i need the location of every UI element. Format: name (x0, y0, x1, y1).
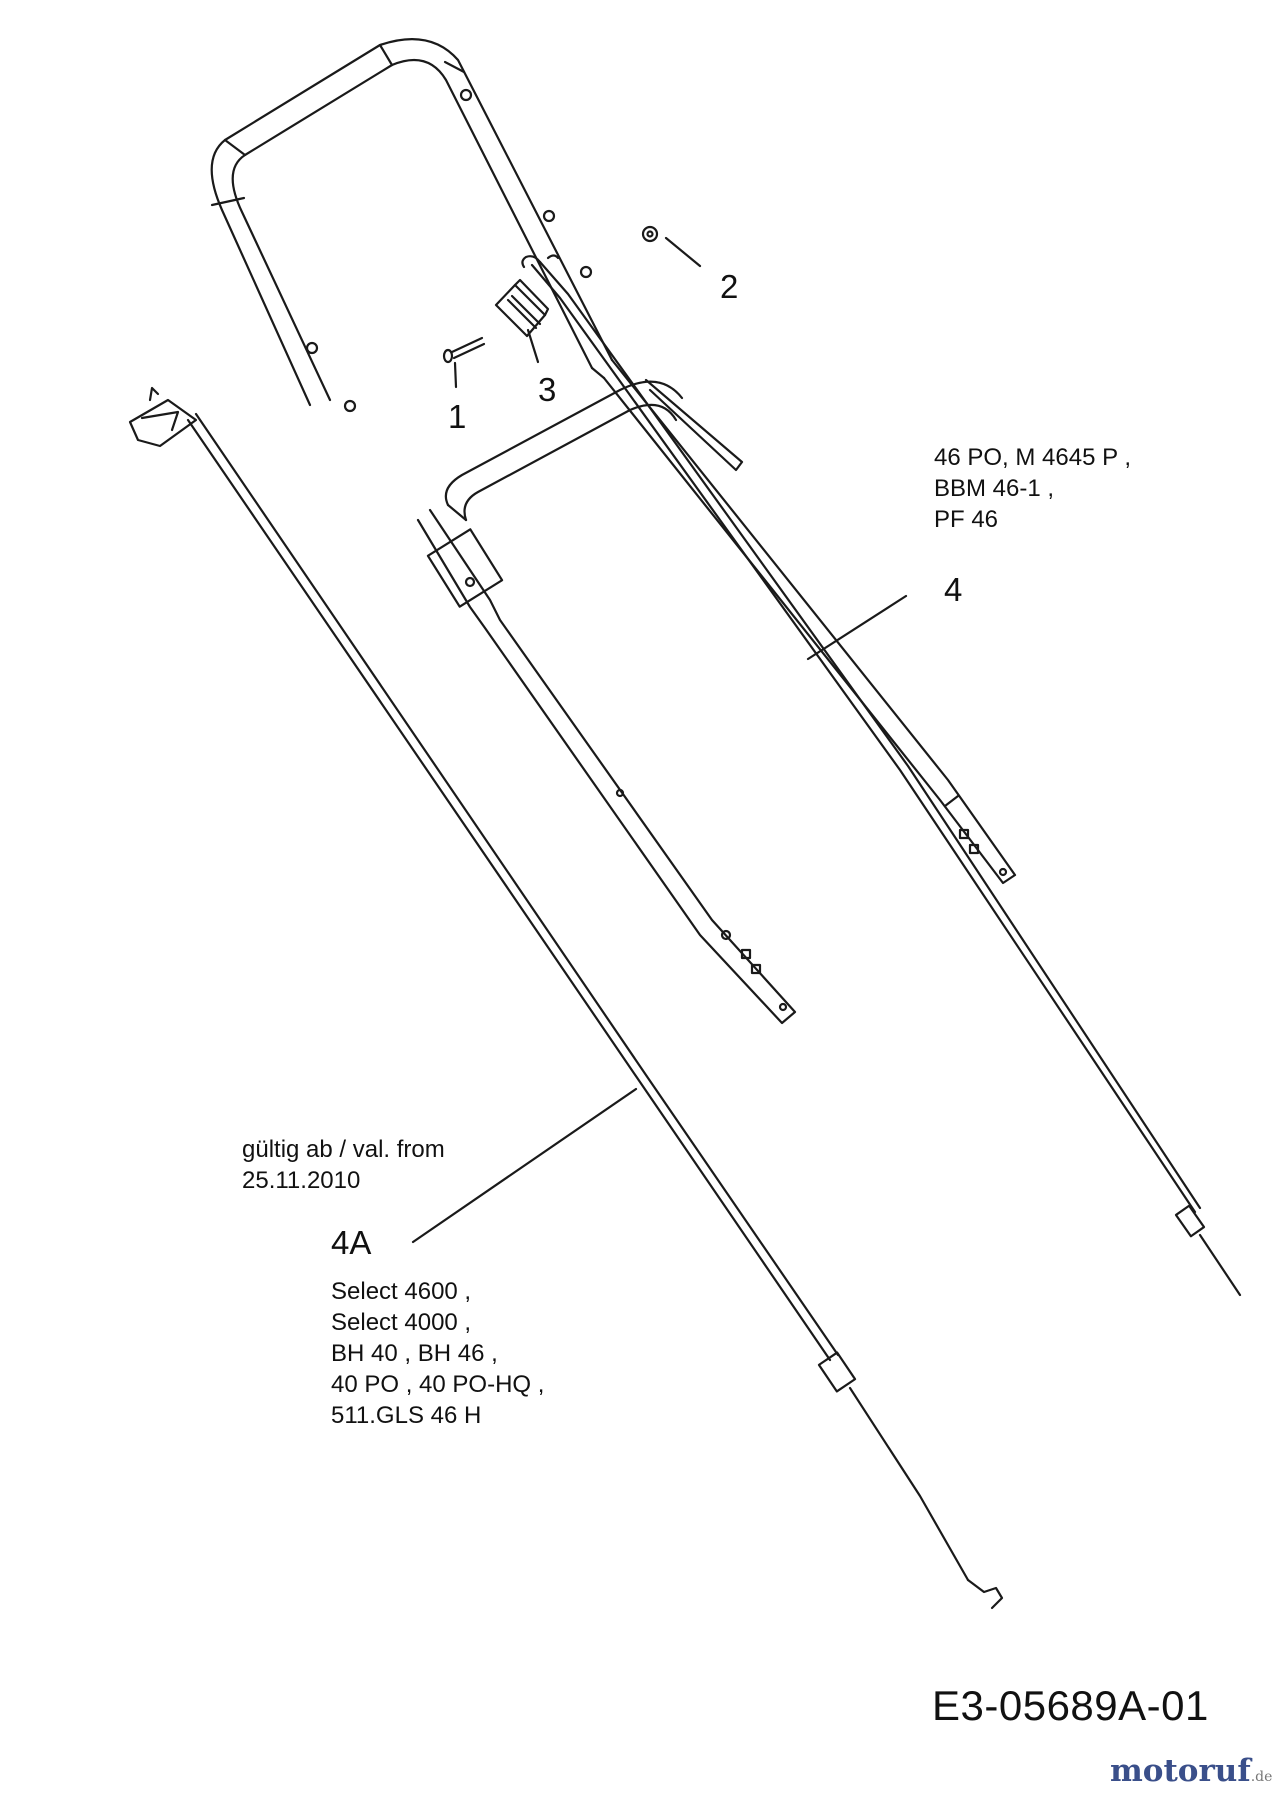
nut (641, 225, 702, 268)
model-line: Select 4600 , (331, 1278, 472, 1305)
watermark-logo: motoruf.de (1110, 1753, 1272, 1789)
valid-from-label: gültig ab / val. from (242, 1136, 445, 1163)
drawing-code: E3-05689A-01 (932, 1682, 1209, 1729)
upper-handle (210, 38, 614, 413)
bolt (442, 336, 486, 389)
part-label-1: 1 (448, 398, 467, 435)
lower-handle (416, 380, 797, 1025)
valid-from-note: gültig ab / val. from 25.11.2010 (242, 1134, 445, 1196)
cable-clamp (494, 278, 550, 364)
model-line: Select 4000 , (331, 1309, 472, 1336)
right-handle-tube (590, 358, 1017, 885)
cable-4a (128, 386, 1004, 1610)
part-4-model-list: 46 PO, M 4645 P , BBM 46-1 , PF 46 (934, 442, 1131, 535)
part-label-4a: 4A (331, 1224, 372, 1261)
model-line: BBM 46-1 , (934, 475, 1055, 502)
model-line: BH 40 , BH 46 , (331, 1340, 498, 1367)
leader-line-4a (411, 1087, 638, 1244)
watermark-tld: .de (1250, 1769, 1272, 1785)
valid-from-date: 25.11.2010 (242, 1167, 361, 1194)
model-line: 511.GLS 46 H (331, 1402, 482, 1429)
part-label-3: 3 (538, 371, 557, 408)
cable-4 (521, 254, 1242, 1297)
model-line: PF 46 (934, 506, 999, 533)
part-4a-model-list: Select 4600 , Select 4000 , BH 40 , BH 4… (331, 1276, 544, 1431)
part-label-2: 2 (720, 268, 739, 305)
leader-line-4 (806, 594, 908, 661)
model-line: 40 PO , 40 PO-HQ , (331, 1371, 545, 1398)
part-label-4: 4 (944, 571, 963, 608)
model-line: 46 PO, M 4645 P , (934, 444, 1132, 471)
watermark-brand: motoruf (1110, 1753, 1251, 1789)
